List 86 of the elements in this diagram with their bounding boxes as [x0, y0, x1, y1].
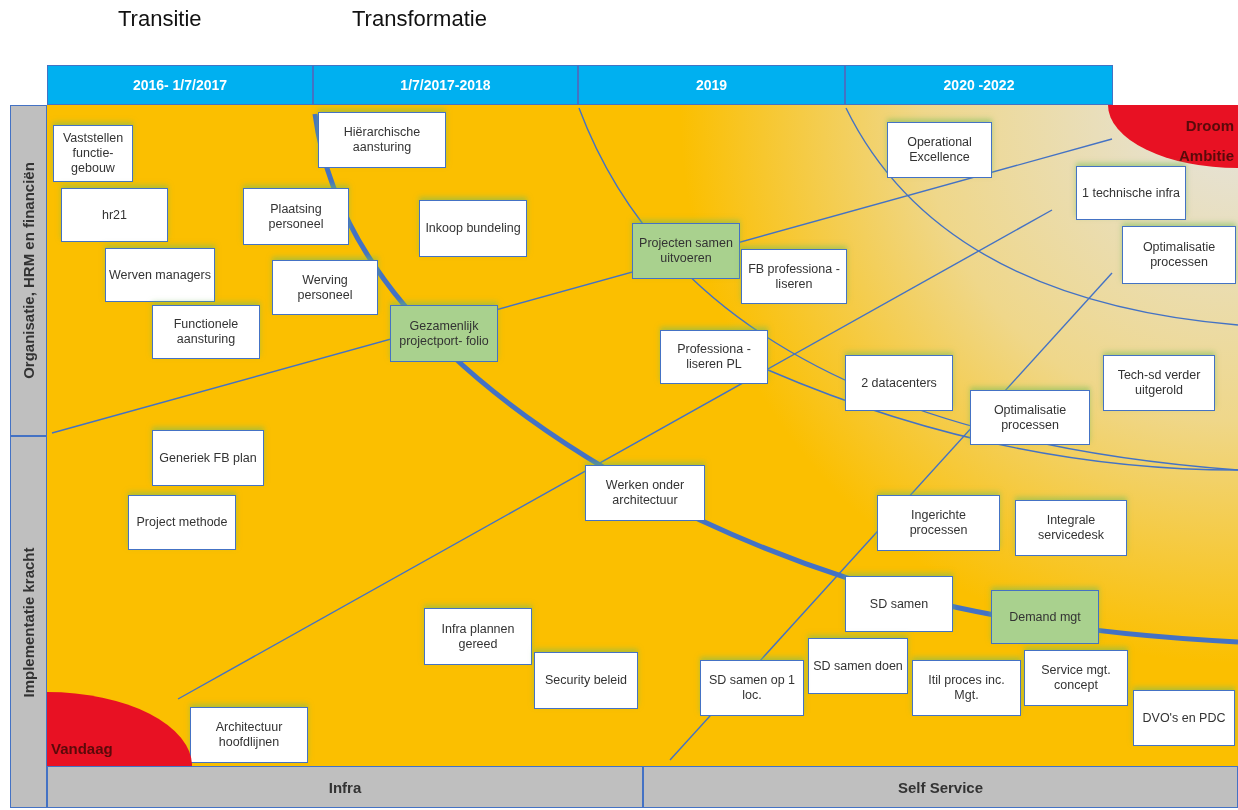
milestone-text: hr21 [102, 207, 127, 223]
milestone-text: Functionele aansturing [172, 317, 240, 347]
milestone-box [1024, 650, 1128, 706]
milestone-text: Werven managers [109, 267, 211, 283]
milestone-box [534, 652, 638, 709]
milestone-box [105, 248, 215, 302]
milestone-text: SD samen doen [813, 658, 903, 674]
category-band [47, 766, 643, 808]
category-label: Organisatie, HRM en financiën [20, 162, 37, 379]
milestone-text: Itil proces inc. Mgt. [927, 673, 1006, 703]
milestone-box [700, 660, 804, 716]
milestone-box [991, 590, 1099, 644]
milestone-text: Vaststellen functie- gebouw [61, 131, 125, 176]
milestone-text: Werving personeel [296, 272, 354, 303]
milestone-text: Demand mgt [1009, 609, 1081, 625]
milestone-box [128, 495, 236, 550]
milestone-box [1133, 690, 1235, 746]
milestone-text: Ingerichte processen [908, 508, 969, 538]
milestone-box [190, 707, 308, 763]
milestone-box [243, 188, 349, 245]
category-label: Implementatie kracht [20, 546, 37, 698]
milestone-text: Werken onder architectuur [604, 478, 686, 508]
milestone-box [887, 122, 992, 178]
milestone-box [272, 260, 378, 315]
milestone-text: DVO's en PDC [1142, 710, 1226, 726]
period-header [845, 65, 1113, 105]
milestone-text: Gezamenlijk projectport- folio [398, 318, 490, 349]
milestone-box [152, 430, 264, 486]
milestone-text: Professiona -liseren PL [676, 342, 752, 372]
milestone-text: Project methode [136, 515, 228, 530]
milestone-text: Optimalisatie processen [1141, 240, 1217, 270]
milestone-box [1122, 226, 1236, 284]
category-band [643, 766, 1238, 808]
milestone-box [61, 188, 168, 242]
period-label: 2020 -2022 [943, 77, 1015, 93]
goal-label: Droom Ambitie [1178, 116, 1234, 166]
milestone-box [53, 125, 133, 182]
period-label: 2019 [695, 77, 728, 93]
milestone-box [660, 330, 768, 384]
category-band [10, 105, 47, 436]
period-label: 2016- 1/7/2017 [132, 77, 228, 93]
milestone-box [1076, 166, 1186, 220]
milestone-text: FB professiona -liseren [747, 261, 841, 292]
milestone-text: SD samen op 1 loc. [707, 673, 797, 703]
milestone-text: Generiek FB plan [159, 450, 257, 466]
milestone-text: Infra plannen gereed [440, 621, 516, 652]
milestone-box [585, 465, 705, 521]
phase-title: Transformatie [352, 6, 487, 32]
phase-title: Transitie [118, 6, 202, 32]
milestone-box [741, 249, 847, 304]
milestone-text: Hiërarchische aansturing [342, 125, 422, 155]
milestone-box [808, 638, 908, 694]
milestone-box [632, 223, 740, 279]
start-label: Vandaag [51, 739, 113, 759]
milestone-box [424, 608, 532, 665]
milestone-box [390, 305, 498, 362]
milestone-text: Inkoop bundeling [425, 221, 521, 236]
milestone-text: Operational Excellence [906, 135, 973, 165]
milestone-box [845, 576, 953, 632]
milestone-box [419, 200, 527, 257]
milestone-text: Plaatsing personeel [267, 201, 325, 232]
milestone-text: 1 technische infra [1082, 185, 1180, 201]
period-header [578, 65, 845, 105]
milestone-text: Tech-sd verder uitgerold [1116, 368, 1202, 398]
milestone-box [877, 495, 1000, 551]
category-band [10, 436, 47, 808]
milestone-text: 2 datacenters [861, 375, 937, 391]
period-header [47, 65, 313, 105]
period-header [313, 65, 578, 105]
milestone-box [1015, 500, 1127, 556]
milestone-text: SD samen [869, 596, 929, 612]
milestone-text: Optimalisatie processen [992, 402, 1068, 433]
category-label: Infra [328, 778, 362, 796]
milestone-box [152, 305, 260, 359]
period-label: 1/7/2017-2018 [400, 77, 491, 93]
milestone-text: Projecten samen uitvoeren [638, 236, 734, 266]
milestone-box [1103, 355, 1215, 411]
milestone-text: Architectuur hoofdlijnen [214, 720, 284, 750]
milestone-box [970, 390, 1090, 445]
milestone-text: Service mgt. concept [1040, 663, 1112, 693]
category-label: Self Service [897, 778, 984, 796]
milestone-text: Integrale servicedesk [1037, 513, 1105, 543]
milestone-text: Security beleid [545, 673, 627, 688]
milestone-box [912, 660, 1021, 716]
milestone-box [845, 355, 953, 411]
milestone-box [318, 112, 446, 168]
